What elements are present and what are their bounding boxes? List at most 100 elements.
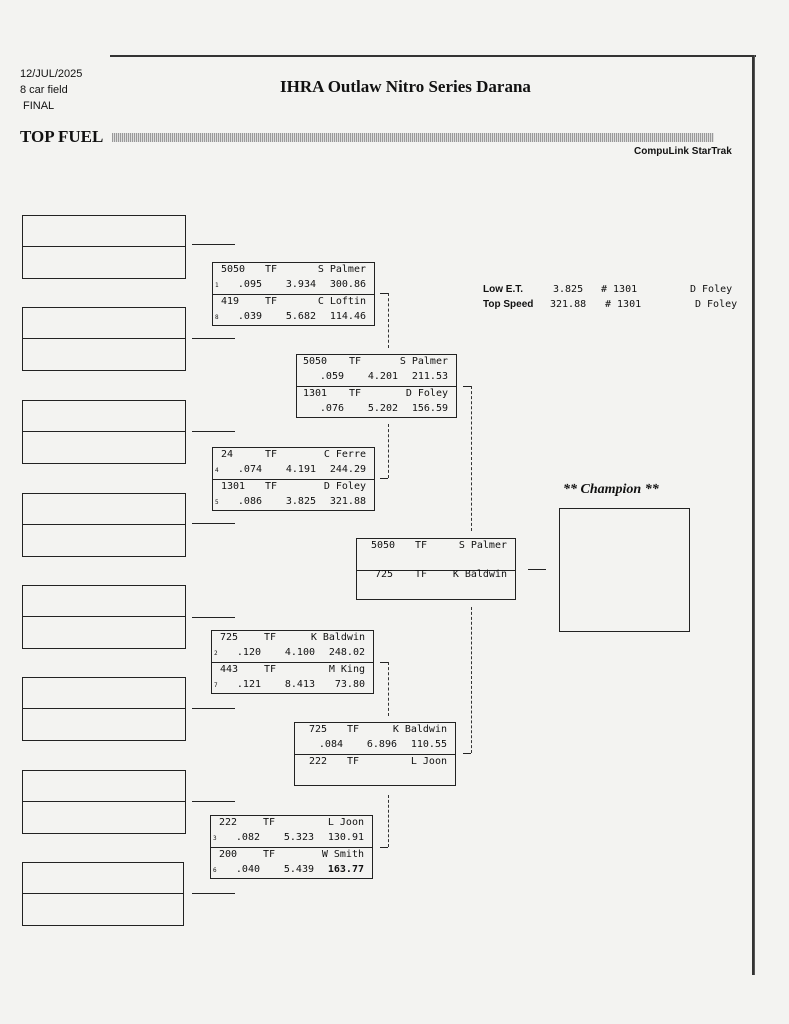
car-class: TF bbox=[265, 481, 278, 492]
connector bbox=[388, 795, 389, 847]
car-class: TF bbox=[265, 264, 278, 275]
car-class: TF bbox=[264, 664, 277, 675]
low-et-value: 3.825 bbox=[553, 284, 584, 295]
elapsed-time: 4.191 bbox=[285, 464, 316, 475]
connector bbox=[471, 607, 472, 753]
car-number: 5050 bbox=[303, 356, 328, 367]
reaction-time: .095 bbox=[237, 279, 262, 290]
elapsed-time: 3.934 bbox=[285, 279, 316, 290]
connector bbox=[192, 801, 235, 802]
elapsed-time: 5.682 bbox=[285, 311, 316, 322]
top-speed-value: 321.88 bbox=[550, 299, 587, 310]
car-class: TF bbox=[347, 724, 360, 735]
car-class: TF bbox=[263, 817, 276, 828]
driver-name: C Ferre bbox=[323, 449, 366, 460]
connector bbox=[192, 523, 235, 524]
reaction-time: .084 bbox=[318, 739, 343, 750]
connector bbox=[192, 893, 235, 894]
seed: 5 bbox=[215, 499, 219, 506]
speed: 244.29 bbox=[329, 464, 366, 475]
reaction-time: .082 bbox=[235, 832, 260, 843]
car-number: 725 bbox=[220, 632, 239, 643]
car-class: TF bbox=[349, 356, 362, 367]
car-class: TF bbox=[415, 569, 428, 580]
connector bbox=[388, 424, 389, 478]
connector bbox=[192, 617, 235, 618]
top-speed-label: Top Speed bbox=[483, 299, 534, 310]
car-number: 24 bbox=[221, 449, 234, 460]
car-class: TF bbox=[264, 632, 277, 643]
car-class: TF bbox=[349, 388, 362, 399]
seed: 1 bbox=[215, 282, 219, 289]
elapsed-time: 5.323 bbox=[283, 832, 314, 843]
speed: 110.55 bbox=[410, 739, 447, 750]
speed: 211.53 bbox=[411, 371, 448, 382]
top-speed-driver: D Foley bbox=[695, 299, 738, 310]
seed: 6 bbox=[213, 867, 217, 874]
driver-name: K Baldwin bbox=[310, 632, 365, 643]
car-class: TF bbox=[347, 756, 360, 767]
driver-name: S Palmer bbox=[458, 540, 507, 551]
car-number: 200 bbox=[219, 849, 238, 860]
driver-name: K Baldwin bbox=[452, 569, 507, 580]
seed: 2 bbox=[214, 650, 218, 657]
reaction-time: .120 bbox=[236, 647, 261, 658]
car-number: 725 bbox=[309, 724, 328, 735]
connector bbox=[192, 431, 235, 432]
driver-name: S Palmer bbox=[399, 356, 448, 367]
reaction-time: .040 bbox=[235, 864, 260, 875]
low-et-car: # 1301 bbox=[601, 284, 638, 295]
car-number: 5050 bbox=[371, 540, 396, 551]
empty-entry-box bbox=[22, 215, 186, 279]
connector bbox=[380, 478, 388, 479]
elapsed-time: 8.413 bbox=[284, 679, 315, 690]
elapsed-time: 4.201 bbox=[367, 371, 398, 382]
driver-name: W Smith bbox=[321, 849, 364, 860]
connector bbox=[471, 386, 472, 531]
empty-entry-box bbox=[22, 307, 186, 371]
elapsed-time: 5.439 bbox=[283, 864, 314, 875]
seed: 4 bbox=[215, 467, 219, 474]
empty-entry-box bbox=[22, 493, 186, 557]
empty-entry-box bbox=[22, 400, 186, 464]
speed: 156.59 bbox=[411, 403, 448, 414]
champion-label: ** Champion ** bbox=[563, 482, 659, 497]
page-border-right bbox=[752, 55, 755, 975]
connector bbox=[463, 386, 471, 387]
connector bbox=[380, 662, 388, 663]
elapsed-time: 6.896 bbox=[366, 739, 397, 750]
event-date: 12/JUL/2025 bbox=[20, 68, 83, 80]
car-number: 5050 bbox=[221, 264, 246, 275]
driver-name: D Foley bbox=[323, 481, 366, 492]
empty-entry-box bbox=[22, 677, 186, 741]
car-class: TF bbox=[263, 849, 276, 860]
elapsed-time: 5.202 bbox=[367, 403, 398, 414]
reaction-time: .074 bbox=[237, 464, 262, 475]
driver-name: D Foley bbox=[405, 388, 448, 399]
field-size: 8 car field bbox=[20, 84, 68, 96]
reaction-time: .039 bbox=[237, 311, 262, 322]
champion-box bbox=[559, 508, 690, 632]
car-number: 1301 bbox=[303, 388, 328, 399]
car-class: TF bbox=[265, 296, 278, 307]
reaction-time: .121 bbox=[236, 679, 261, 690]
elapsed-time: 4.100 bbox=[284, 647, 315, 658]
speed: 114.46 bbox=[329, 311, 366, 322]
empty-entry-box bbox=[22, 585, 186, 649]
driver-name: K Baldwin bbox=[392, 724, 447, 735]
connector bbox=[463, 753, 471, 754]
